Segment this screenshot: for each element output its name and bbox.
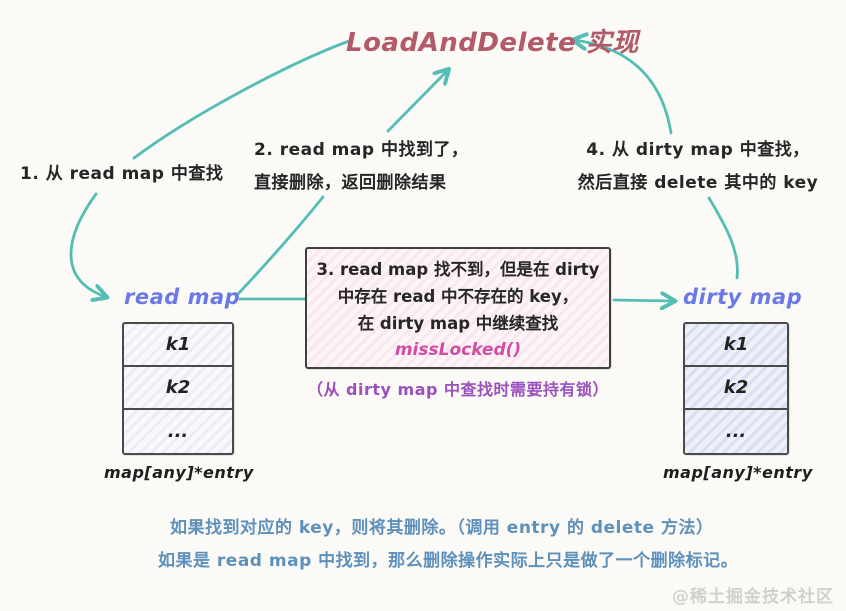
read-map-type-caption: map[any]*entry [104, 463, 254, 482]
dirty-map-row-ellipsis: ... [685, 410, 787, 453]
dirty-map-table: k1 k2 ... [683, 322, 789, 455]
diagram-title: LoadAndDelete 实现 [346, 28, 639, 58]
read-map-table: k1 k2 ... [122, 322, 234, 455]
step1-label: 1. 从 read map 中查找 [20, 158, 223, 191]
lock-requirement-note: （从 dirty map 中查找时需要持有锁） [306, 380, 610, 399]
miss-locked-function: missLocked() [394, 340, 522, 360]
step3-line1: 3. read map 找不到，但是在 dirty [316, 260, 600, 279]
dirty-map-row-k2: k2 [685, 367, 787, 410]
arrow-step2-to-title [386, 70, 448, 133]
arrow-step1-to-read-map [69, 192, 106, 297]
arrow-step4-to-title [574, 40, 673, 135]
step3-callout-box: 3. read map 找不到，但是在 dirty 中存在 read 中不存在的… [305, 247, 611, 369]
step3-line2: 中存在 read 中不存在的 key， [337, 287, 579, 306]
dirty-map-type-caption: map[any]*entry [663, 463, 813, 482]
connector-read-map-to-step2 [236, 195, 325, 296]
connector-step4-to-dirty-map [707, 196, 739, 280]
step1-text: 1. 从 read map 中查找 [20, 164, 224, 184]
footer-note-line1: 如果找到对应的 key，则将其删除。（调用 entry 的 delete 方法） [170, 518, 714, 538]
step4-label: 4. 从 dirty map 中查找， 然后直接 delete 其中的 key [570, 134, 826, 200]
step4-line2: 然后直接 delete 其中的 key [577, 173, 819, 193]
read-map-label: read map [124, 285, 241, 309]
dirty-map-label: dirty map [683, 285, 803, 309]
connector-title-to-step1 [132, 38, 354, 160]
step3-line3: 在 dirty map 中继续查找 [357, 314, 559, 333]
read-map-row-ellipsis: ... [124, 410, 232, 453]
dirty-map-row-k1: k1 [685, 324, 787, 367]
read-map-row-k2: k2 [124, 367, 232, 410]
read-map-row-k1: k1 [124, 324, 232, 367]
step2-line2: 直接删除，返回删除结果 [254, 173, 447, 193]
watermark: @稀土掘金技术社区 [672, 587, 834, 607]
step2-label: 2. read map 中找到了， 直接删除，返回删除结果 [254, 134, 468, 200]
step4-line1: 4. 从 dirty map 中查找， [586, 140, 810, 160]
footer-note-line2: 如果是 read map 中找到，那么删除操作实际上只是做了一个删除标记。 [158, 551, 739, 571]
step2-line1: 2. read map 中找到了， [254, 140, 469, 160]
arrow-box-to-dirty-map [612, 300, 674, 301]
